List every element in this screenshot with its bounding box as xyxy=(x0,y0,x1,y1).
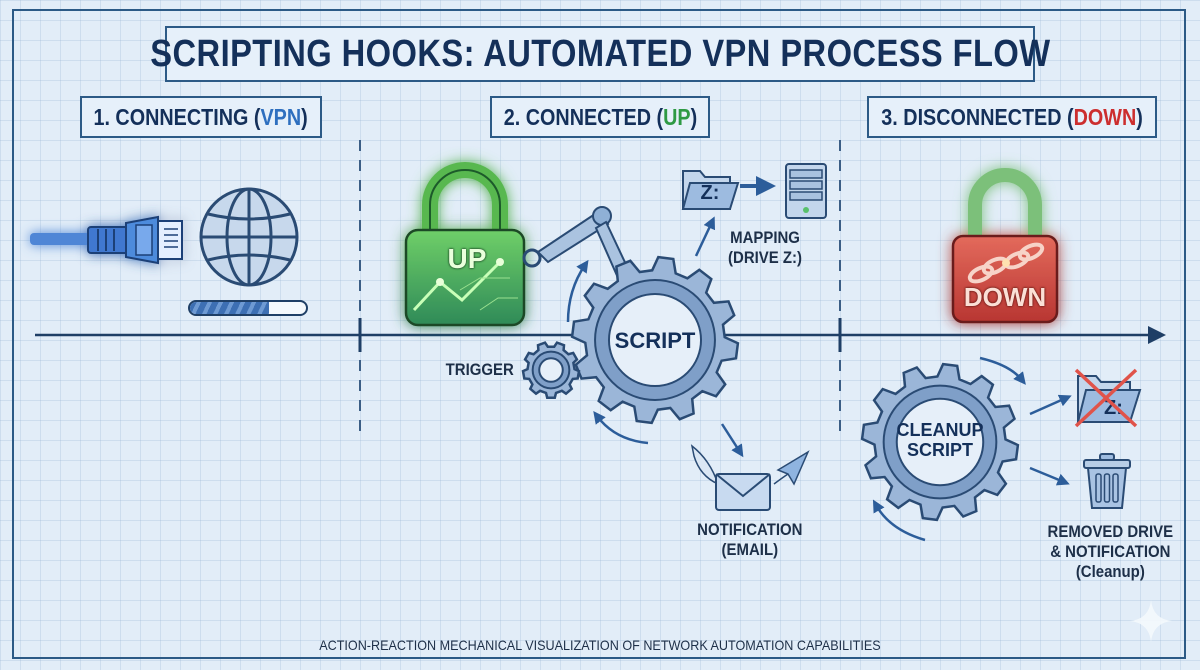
trigger-gear-hub xyxy=(538,357,564,383)
cleanup-gear-icon xyxy=(860,362,1020,522)
phase-header-connected: 2. CONNECTED (UP) xyxy=(490,96,710,138)
server-icon xyxy=(785,163,827,219)
sparkle-icon xyxy=(1130,600,1172,642)
phase-3-suffix: ) xyxy=(1136,103,1143,130)
lock-down-icon xyxy=(951,168,1059,324)
title-box: SCRIPTING HOOKS: AUTOMATED VPN PROCESS F… xyxy=(150,26,1050,82)
page-title: SCRIPTING HOOKS: AUTOMATED VPN PROCESS F… xyxy=(149,32,1051,75)
arrow-to-mapping xyxy=(694,216,715,257)
ethernet-cable-icon xyxy=(30,215,183,265)
arrow-to-notification xyxy=(720,423,744,458)
arrow-to-removed-drive xyxy=(1029,394,1072,416)
connection-progress-bar xyxy=(188,300,308,316)
arrow-cleanup-return xyxy=(872,499,926,542)
phase-header-connecting: 1. CONNECTING (VPN) xyxy=(80,96,322,138)
trash-icon xyxy=(1083,453,1131,509)
phase-1-highlight: VPN xyxy=(260,103,302,130)
arrow-loop-return xyxy=(593,411,649,445)
mapping-label: MAPPING(DRIVE Z:) xyxy=(728,228,802,267)
globe-icon xyxy=(199,187,299,287)
lock-down-label: DOWN xyxy=(963,282,1047,312)
email-notification-icon xyxy=(690,444,810,511)
phase-3-prefix: 3. DISCONNECTED ( xyxy=(881,103,1074,130)
script-gear-icon xyxy=(570,255,740,425)
phase-1-prefix: 1. CONNECTING ( xyxy=(93,103,261,130)
footer-caption: ACTION-REACTION MECHANICAL VISUALIZATION… xyxy=(319,637,881,653)
timeline-arrowhead xyxy=(1148,326,1166,344)
phase-2-prefix: 2. CONNECTED ( xyxy=(503,103,663,130)
phase-1-suffix: ) xyxy=(301,103,309,130)
phase-3-highlight: DOWN xyxy=(1073,103,1137,130)
phase-2-suffix: ) xyxy=(690,103,697,130)
removed-label: REMOVED DRIVE& NOTIFICATION(Cleanup) xyxy=(1047,522,1173,581)
outer-frame xyxy=(12,9,1186,659)
progress-fill xyxy=(190,302,269,314)
phase-header-disconnected: 3. DISCONNECTED (DOWN) xyxy=(867,96,1157,138)
arrow-to-trash xyxy=(1029,466,1070,486)
script-gear-hub xyxy=(607,292,703,388)
notification-label: NOTIFICATION(EMAIL) xyxy=(697,520,803,559)
trigger-gear-icon xyxy=(521,341,581,399)
drive-letter-label: Z: xyxy=(700,182,720,204)
arrow-trigger-up xyxy=(566,259,589,323)
drive-folder-icon xyxy=(681,170,740,210)
removed-drive-icon: Z: xyxy=(1074,368,1142,428)
phase-2-highlight: UP xyxy=(662,103,691,130)
trigger-label: TRIGGER xyxy=(445,360,515,379)
script-gear-label: SCRIPT xyxy=(614,328,696,353)
arrow-cleanup-top xyxy=(979,356,1026,385)
lock-up-icon xyxy=(404,162,526,327)
cleanup-gear-hub xyxy=(895,397,985,487)
lock-up-label: UP xyxy=(447,243,487,274)
